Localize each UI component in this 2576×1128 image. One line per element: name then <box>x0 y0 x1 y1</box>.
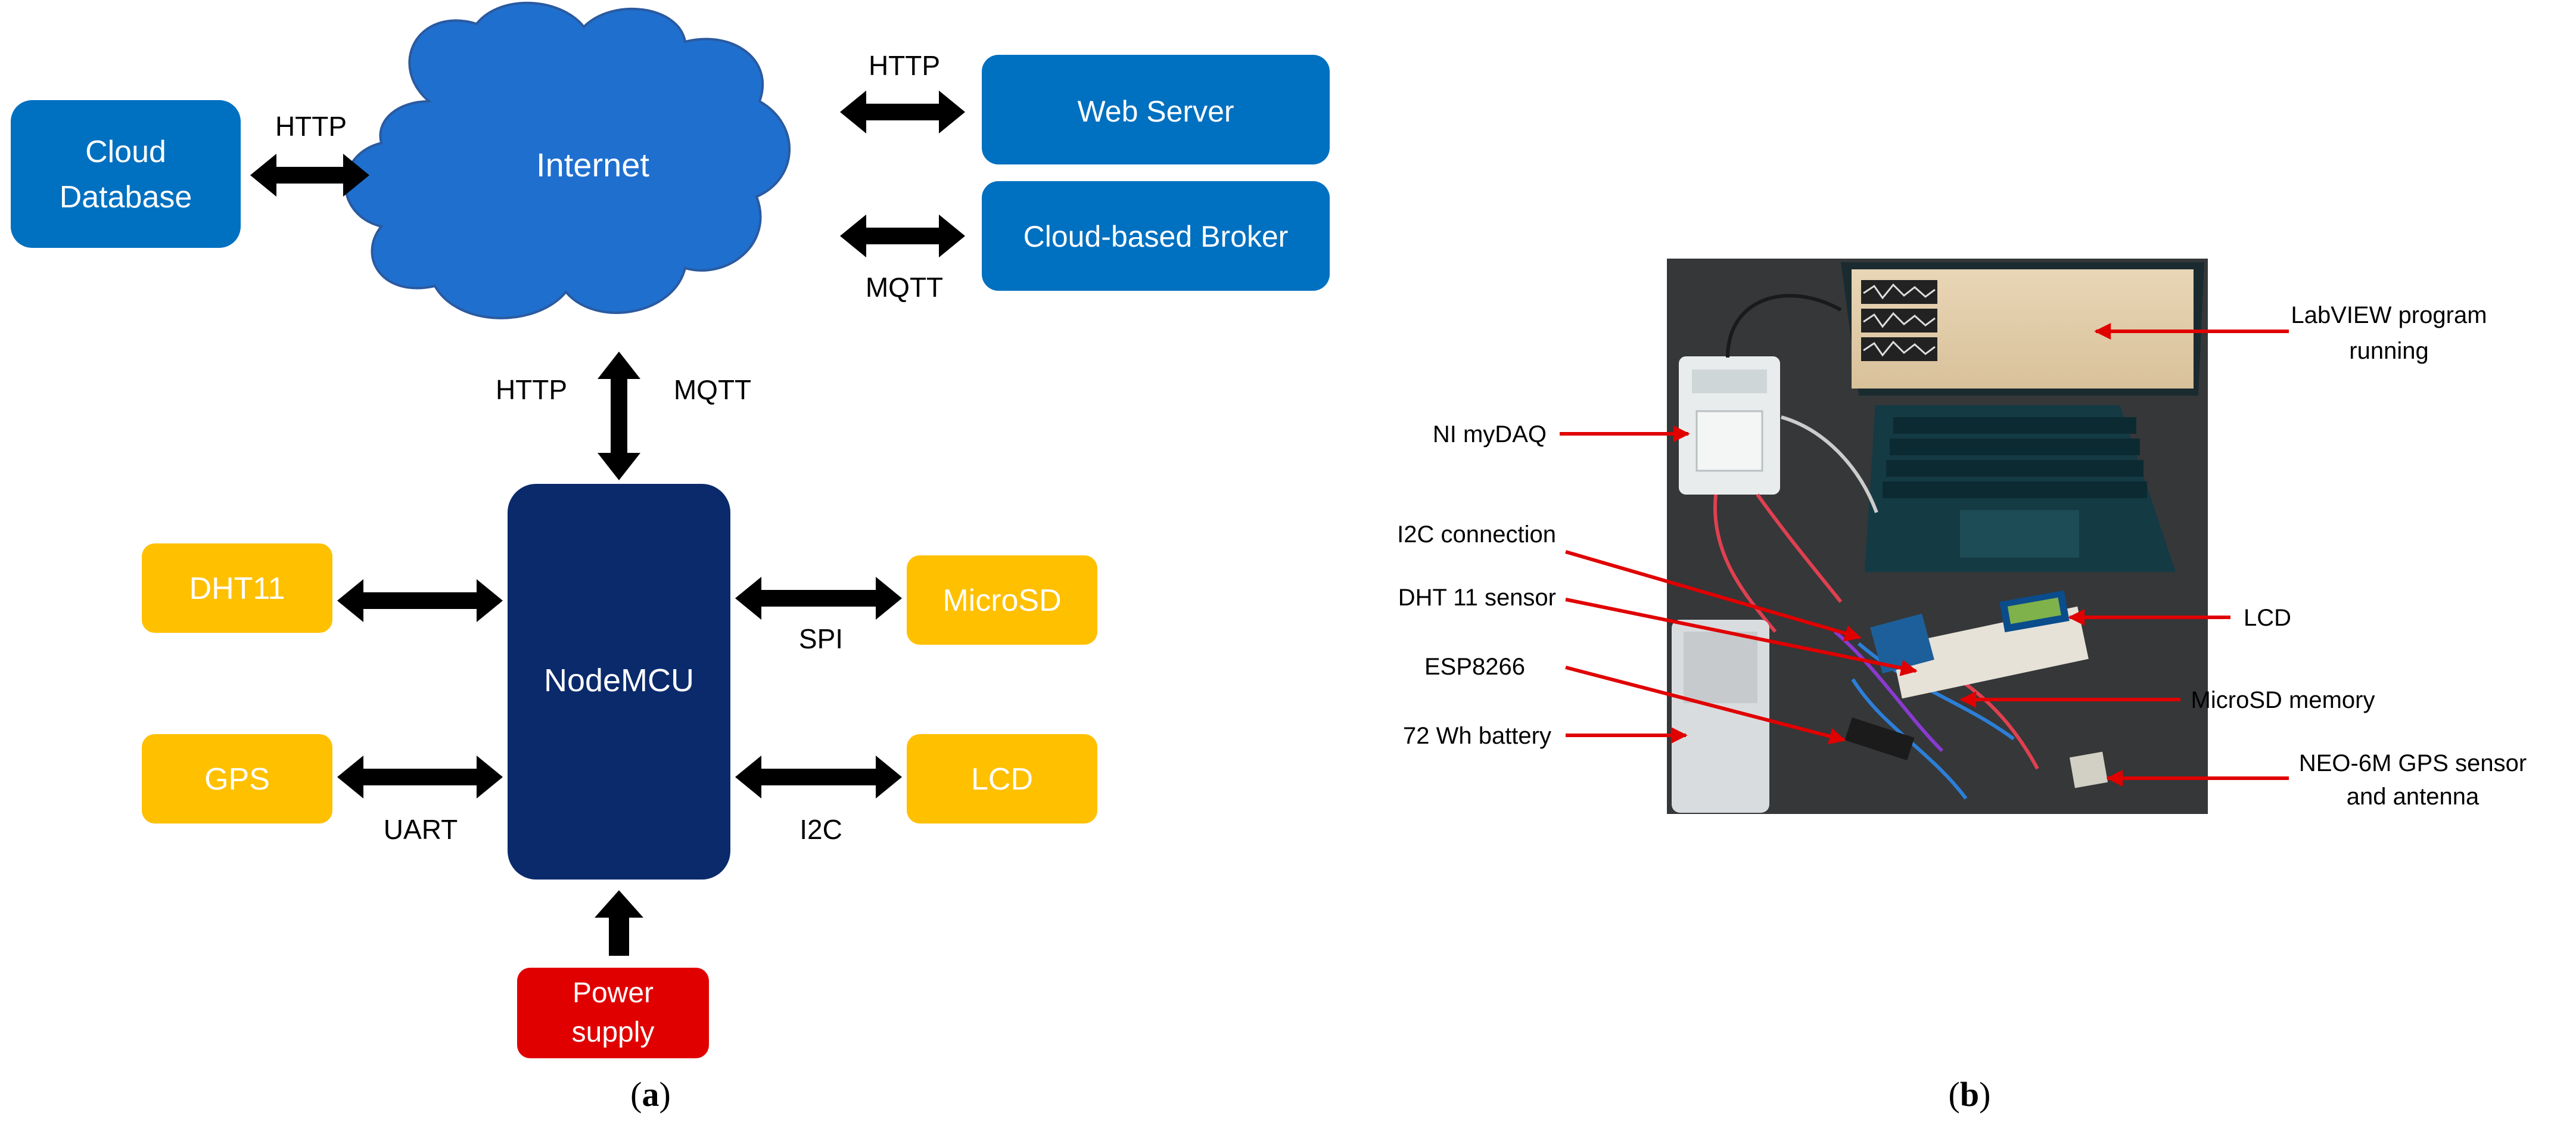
callout-i2c-connection: I2C connection <box>1397 521 1556 548</box>
cloud-broker-block: Cloud-based Broker <box>982 181 1330 291</box>
arrow-dht11-nodemcu <box>337 579 503 622</box>
cloud-database-block: Cloud Database <box>11 100 241 248</box>
link-label-db-internet: HTTP <box>275 111 347 142</box>
arrow-internet-nodemcu <box>598 352 640 480</box>
gps-label: GPS <box>204 762 270 797</box>
callout-microsd-memory: MicroSD memory <box>2191 687 2375 713</box>
power-supply-label-line2: supply <box>572 1017 655 1048</box>
microsd-label: MicroSD <box>942 583 1061 618</box>
lcd-block: LCD <box>907 734 1097 824</box>
laptop-keyboard <box>1883 417 2147 498</box>
callouts-left: NI myDAQ I2C connection DHT 11 sensor ES… <box>1397 421 1556 749</box>
lcd-label: LCD <box>971 762 1033 797</box>
dht11-label: DHT11 <box>189 571 285 606</box>
callout-arrow-i2c <box>1565 550 1862 642</box>
cloud-database-label-line1: Cloud <box>85 135 166 169</box>
callout-gps-line2: and antenna <box>2347 784 2479 810</box>
nodemcu-block: NodeMCU <box>508 484 730 880</box>
callout-gps-line1: NEO-6M GPS sensor <box>2299 750 2527 776</box>
callout-dht11-sensor: DHT 11 sensor <box>1398 585 1556 611</box>
panel-a-block-diagram: Cloud Database Internet Web Server Cloud… <box>11 2 1330 1114</box>
link-label-internet-webserver: HTTP <box>869 50 940 81</box>
arrow-gps-nodemcu <box>337 756 503 798</box>
arrow-nodemcu-lcd <box>735 756 902 798</box>
arrow-internet-broker <box>840 215 965 257</box>
callout-arrows <box>1560 323 2289 787</box>
callout-esp8266: ESP8266 <box>1424 654 1525 680</box>
panel-b-caption: (b) <box>1949 1075 1991 1114</box>
link-label-uart: UART <box>384 814 458 845</box>
black-arrows <box>250 91 965 956</box>
link-label-internet-broker: MQTT <box>866 272 943 303</box>
labview-graphs <box>1861 280 1937 361</box>
arrow-nodemcu-microsd <box>735 577 902 620</box>
panel-b-photo-figure: NI myDAQ I2C connection DHT 11 sensor ES… <box>1397 259 2527 1114</box>
web-server-block: Web Server <box>982 55 1330 164</box>
web-server-label: Web Server <box>1077 95 1234 128</box>
cloud-broker-label: Cloud-based Broker <box>1023 220 1289 253</box>
callout-labview-line2: running <box>2349 338 2428 364</box>
arrow-db-internet <box>250 154 369 197</box>
callout-labview-line1: LabVIEW program <box>2291 302 2487 328</box>
link-label-i2c: I2C <box>799 814 842 845</box>
dht11-block: DHT11 <box>142 543 332 633</box>
hardware-photo <box>1667 259 2208 814</box>
panel-a-caption: (a) <box>630 1075 671 1114</box>
arrow-internet-webserver <box>840 91 965 133</box>
laptop-touchpad <box>1960 510 2079 558</box>
power-supply-label-line1: Power <box>573 977 654 1009</box>
internet-label: Internet <box>536 146 649 184</box>
callout-arrow-dht <box>1565 598 1918 676</box>
gps-block: GPS <box>142 734 332 824</box>
link-label-spi: SPI <box>799 623 843 654</box>
callout-arrow-esp <box>1565 666 1846 745</box>
callout-battery: 72 Wh battery <box>1403 723 1551 749</box>
nodemcu-label: NodeMCU <box>544 663 694 698</box>
power-supply-block: Power supply <box>517 968 709 1058</box>
link-label-node-mqtt: MQTT <box>674 374 751 405</box>
callout-ni-mydaq: NI myDAQ <box>1433 421 1547 448</box>
microsd-block: MicroSD <box>907 555 1097 645</box>
link-label-node-http: HTTP <box>496 374 567 405</box>
callout-lcd: LCD <box>2244 605 2291 631</box>
gps-module <box>2069 751 2108 788</box>
breadboard <box>1891 606 2089 699</box>
sensor-shield <box>1870 613 1934 674</box>
callouts-right: LabVIEW program running LCD MicroSD memo… <box>2191 302 2527 810</box>
arrow-power-nodemcu <box>595 890 643 956</box>
internet-cloud: Internet <box>344 2 791 319</box>
esp-board <box>1844 717 1915 761</box>
cloud-database-label-line2: Database <box>60 180 192 215</box>
